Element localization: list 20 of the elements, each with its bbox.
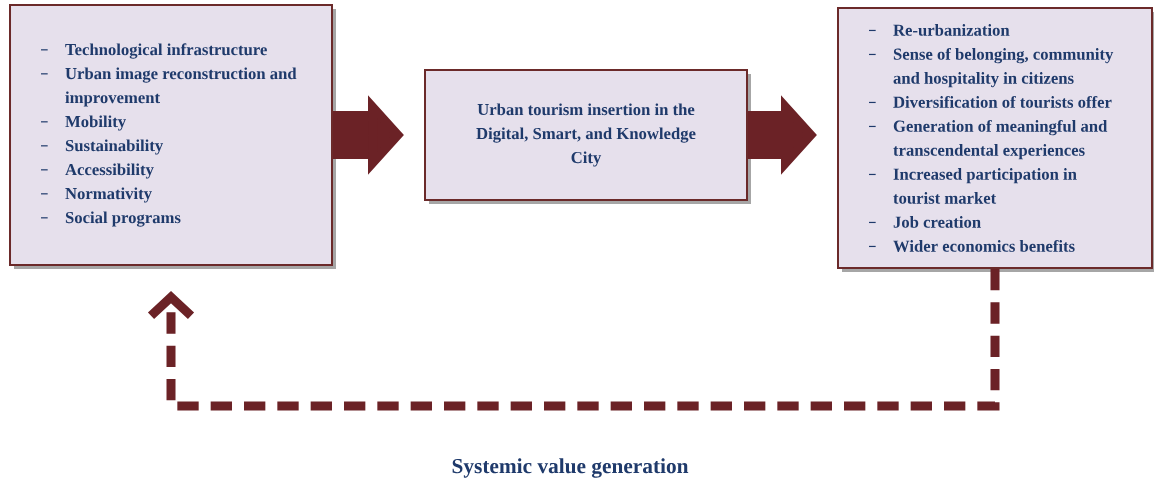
list-item: Re-urbanization	[868, 24, 1010, 36]
list-item: Sense of belonging, community and hospitality in citizens	[868, 47, 1114, 88]
list-item: Mobility	[40, 115, 126, 131]
text-box	[837, 7, 1154, 272]
list-item: Increased participation in tourist market	[868, 168, 1077, 204]
list-item: Diversification of tourists offer	[868, 95, 1112, 108]
text-box	[9, 4, 336, 269]
caption: Systemic value generation	[452, 458, 689, 478]
box-text: Urban tourism insertion in the Digital, Smart, and Knowledge City	[476, 103, 696, 167]
list-item: Sustainability	[40, 139, 164, 155]
list-item: Technological infrastructure	[40, 43, 267, 59]
list-item: Generation of meaningful and transcendental experiences	[868, 119, 1108, 160]
list-item: Wider economics benefits	[868, 239, 1075, 252]
list-item: Accessibility	[40, 163, 154, 179]
list-item: Urban image reconstruction and improvement	[40, 67, 297, 107]
list-item: Job creation	[868, 216, 981, 228]
text-box	[424, 69, 751, 204]
list-item: Social programs	[40, 211, 181, 227]
list-item: Normativity	[40, 187, 152, 203]
arrow	[147, 269, 1000, 411]
